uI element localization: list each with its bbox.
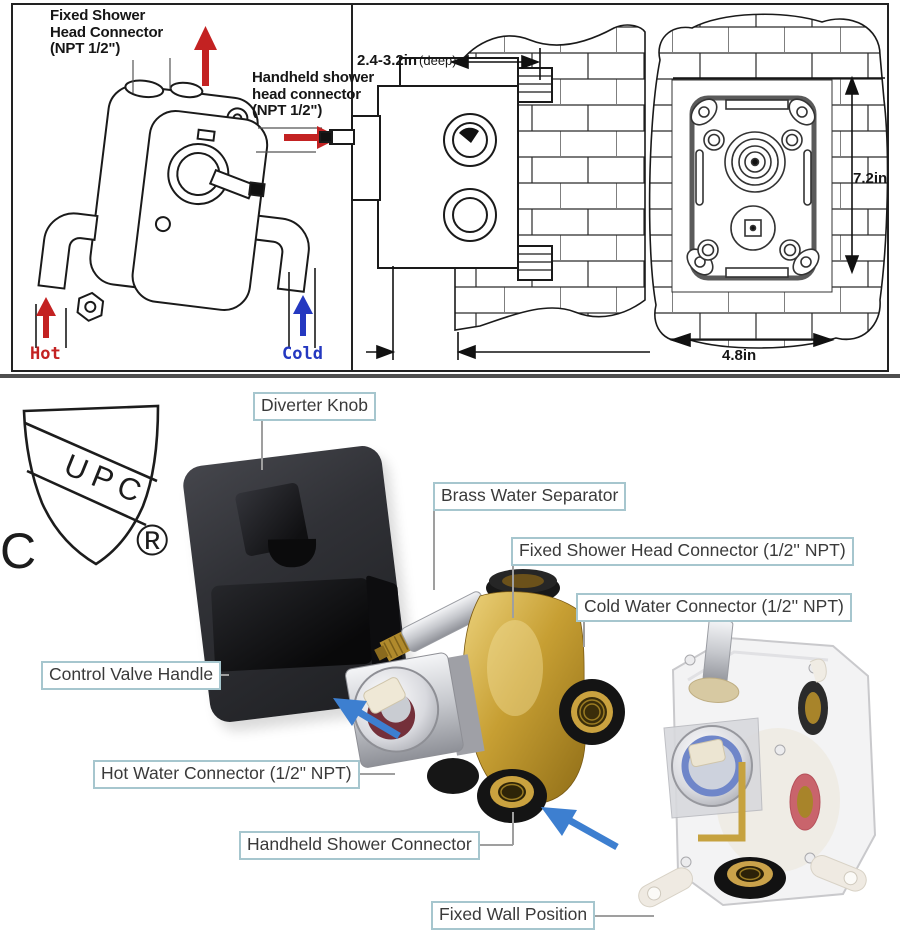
transparent-valve-box-photo [638,610,877,908]
leader-handheld-shower-h [467,844,513,846]
callout-hot-water-connector: Hot Water Connector (1/2" NPT) [93,760,360,789]
pointer-arrow-to-port [541,807,619,851]
leader-brass-water-separator [433,508,435,590]
registered-trademark-symbol: ® [136,516,169,565]
callout-brass-water-separator: Brass Water Separator [433,482,627,511]
clear-box-side-ports [789,681,828,831]
callout-handheld-shower-connector: Handheld Shower Connector [239,831,480,860]
fixed-shower-head-connector-note: Fixed Shower Head Connector (NPT 1/2") [50,7,164,57]
front-view-drawing [648,13,889,349]
leader-handheld-shower-v [512,812,514,845]
callout-control-valve-handle: Control Valve Handle [41,661,222,690]
leader-fixed-wall-position [578,915,654,917]
cold-label: Cold [282,344,323,364]
depth-dimension: 2.4-3.2in(deep) [357,52,457,69]
leader-diverter-knob [261,413,263,470]
width-dimension: 4.8in [722,347,757,364]
brass-valve-photo [345,569,625,823]
diverter-cartridge [345,652,485,768]
height-dimension: 7.2in [853,170,888,187]
pointer-arrow-to-plate [333,698,401,740]
handheld-shower-port [477,769,547,823]
depth-note: (deep) [419,53,457,68]
callout-fixed-shower-head-connector: Fixed Shower Head Connector (1/2'' NPT) [511,537,854,566]
rough-in-valve-isometric-drawing [35,26,340,348]
leader-fixed-shower-head [512,563,514,618]
leader-cold-water [583,619,585,647]
certification-prefix-letter: C [0,523,37,579]
callout-cold-water-connector: Cold Water Connector (1/2'' NPT) [576,593,852,622]
technical-drawings-canvas [11,3,889,372]
section-divider [0,374,900,378]
upc-certification-logo: UPC [22,404,160,566]
side-section-drawing [319,24,650,360]
callout-diverter-knob: Diverter Knob [253,392,376,421]
diverter-knob-neck [267,538,317,568]
inner-brass-bracket [698,762,746,842]
cold-water-port [559,679,625,745]
clear-box-bottom-port [714,857,786,899]
handheld-shower-head-connector-note: Handheld shower head connector (NPT 1/2"… [252,69,375,119]
brass-valve-stem [374,591,489,662]
clear-box-diverter [663,717,763,819]
depth-value: 2.4-3.2in [357,52,418,69]
wall-mounting-ears [638,658,867,908]
upc-shield-text: UPC [59,447,152,512]
leader-hot-water [339,773,395,775]
callout-fixed-wall-position: Fixed Wall Position [431,901,596,930]
hot-water-port [427,758,479,794]
hot-label: Hot [30,344,61,364]
